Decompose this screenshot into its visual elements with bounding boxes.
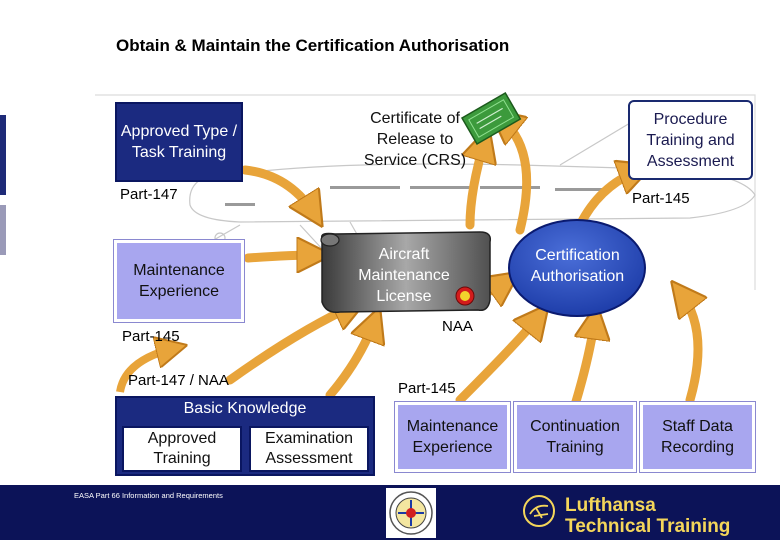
continuation-training-label: Continuation Training xyxy=(530,418,620,456)
certification-authorisation-box: Certification Authorisation xyxy=(515,244,640,288)
cert-auth-ellipse xyxy=(508,219,646,317)
emblem-seal-icon xyxy=(389,491,433,535)
aircraft-maintenance-license-box: Aircraft Maintenance License xyxy=(340,244,468,306)
procedure-training-box: Procedure Training and Assessment xyxy=(628,100,753,180)
part-145-top-label: Part-145 xyxy=(632,190,690,207)
part-147-naa-label: Part-147 / NAA xyxy=(128,372,229,389)
maintenance-experience-box: Maintenance Experience xyxy=(113,239,245,323)
brand-line-1: Lufthansa xyxy=(565,495,656,516)
small-arrow xyxy=(116,348,175,393)
license-scroll-shape xyxy=(320,231,492,314)
examination-assessment-box: Examination Assessment xyxy=(249,426,369,472)
left-accent-bar xyxy=(0,115,6,195)
part-145-low-label: Part-145 xyxy=(398,380,456,397)
approved-type-training-label: Approved Type / Task Training xyxy=(120,123,238,161)
certification-authorisation-label: Certification Authorisation xyxy=(530,247,625,285)
certificate-icon xyxy=(460,91,522,146)
examination-assessment-label: Examination Assessment xyxy=(264,430,354,467)
approved-type-training-box: Approved Type / Task Training xyxy=(115,102,243,182)
page-title: Obtain & Maintain the Certification Auth… xyxy=(116,36,510,55)
continuation-training-box: Continuation Training xyxy=(513,401,637,473)
naa-label: NAA xyxy=(442,318,473,335)
footer-text: EASA Part 66 Information and Requirement… xyxy=(74,491,223,500)
aircraft-maintenance-license-label: Aircraft Maintenance License xyxy=(358,245,450,305)
crs-label: Certificate of Release to Service (CRS) xyxy=(363,109,467,169)
brand-line-2: Technical Training xyxy=(565,516,731,537)
maintenance-experience-label: Maintenance Experience xyxy=(133,262,225,300)
left-accent-bar-grey xyxy=(0,205,6,255)
staff-data-recording-box: Staff Data Recording xyxy=(639,401,756,473)
crane-logo-icon xyxy=(523,495,555,527)
maintenance-experience-2-label: Maintenance Experience xyxy=(406,418,499,456)
approved-training-label: Approved Training xyxy=(147,430,217,467)
flow-arrows xyxy=(225,118,698,410)
maintenance-experience-2-box: Maintenance Experience xyxy=(394,401,511,473)
basic-knowledge-group: Basic Knowledge Approved Training Examin… xyxy=(115,396,375,476)
procedure-training-label: Procedure Training and Assessment xyxy=(646,110,735,170)
basic-knowledge-title: Basic Knowledge xyxy=(183,400,307,417)
part-147-top-label: Part-147 xyxy=(120,186,178,203)
license-seal-icon xyxy=(455,286,475,306)
emblem-badge xyxy=(386,488,436,538)
airplane-windows xyxy=(225,186,605,206)
crs-box: Certificate of Release to Service (CRS) xyxy=(360,96,470,182)
part-145-mid-label: Part-145 xyxy=(122,328,180,345)
staff-data-recording-label: Staff Data Recording xyxy=(661,418,734,456)
approved-training-box: Approved Training xyxy=(122,426,242,472)
